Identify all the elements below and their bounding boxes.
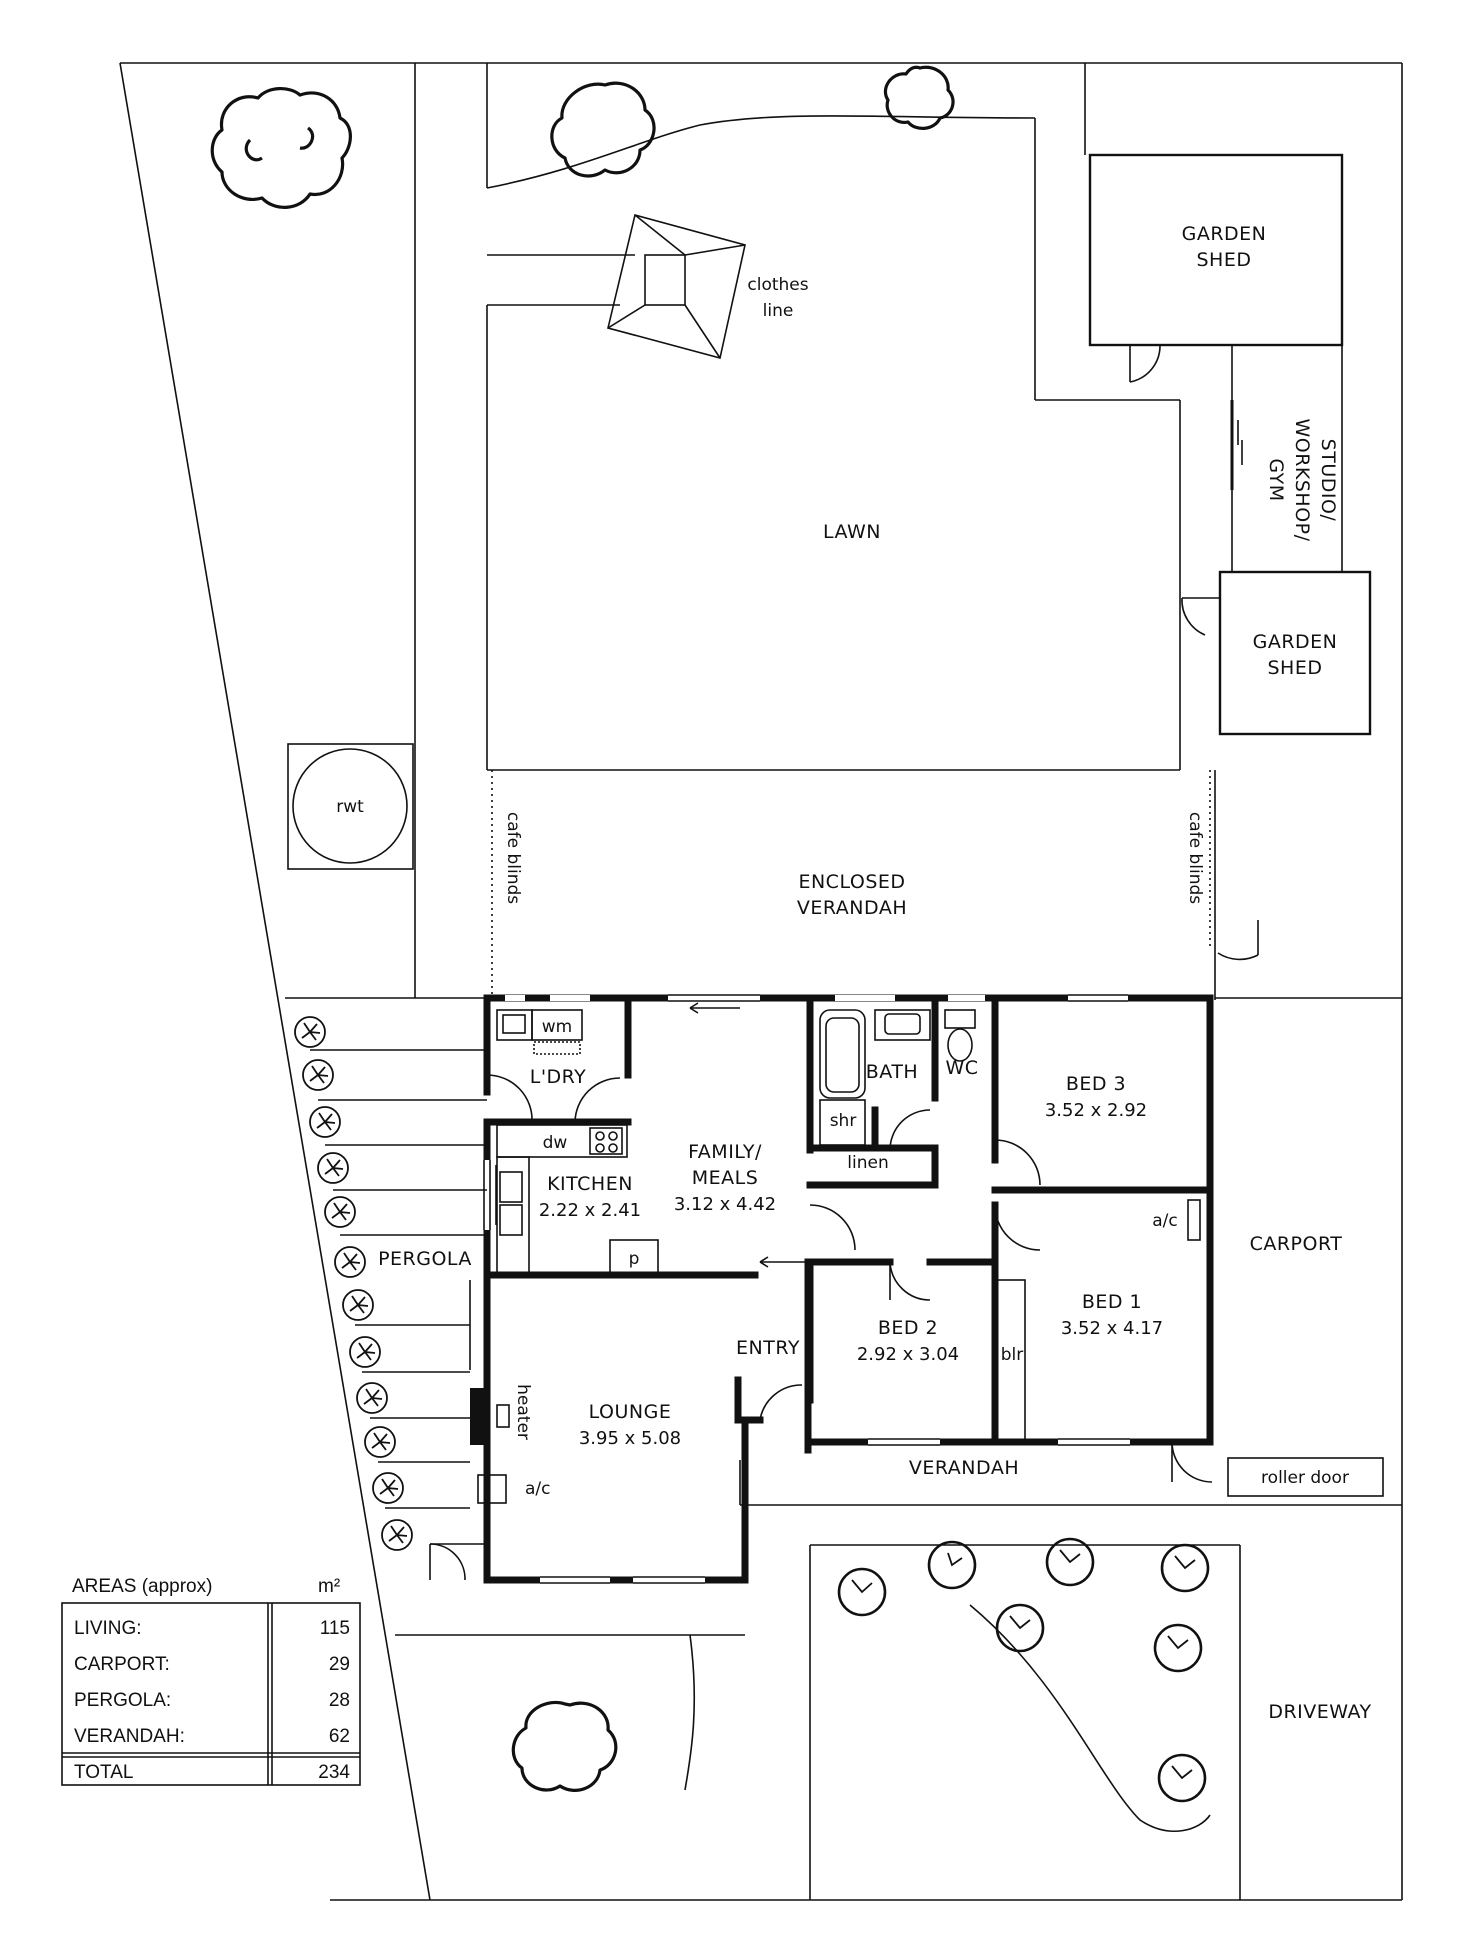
sliding-door-arrow-icon — [689, 1002, 810, 1268]
clothes-line-icon — [607, 214, 746, 359]
kitchen-fixtures — [496, 1124, 659, 1276]
garden-shed-mid-label-2: SHED — [1268, 657, 1323, 679]
areas-row-value: 28 — [329, 1690, 350, 1711]
studio-label-3: GYM — [1265, 458, 1287, 501]
driveway-label: DRIVEWAY — [1268, 1701, 1371, 1723]
garden-shed-mid-label: GARDEN — [1253, 631, 1338, 653]
garden-shed-top-label: GARDEN — [1182, 223, 1267, 245]
laundry-fixtures — [496, 1009, 583, 1055]
built-in-robe — [994, 1279, 1026, 1443]
tree-icon — [511, 1700, 618, 1792]
areas-row-label: LIVING: — [74, 1618, 142, 1639]
bed3-label: BED 3 — [1066, 1073, 1126, 1095]
garden-shed-top-label-2: SHED — [1197, 249, 1252, 271]
pergola-label: PERGOLA — [378, 1248, 472, 1270]
areas-total-value: 234 — [318, 1762, 350, 1783]
shower-label: shr — [830, 1111, 857, 1131]
cafe-blinds-right-label: cafe blinds — [1185, 812, 1205, 904]
areas-row-label: CARPORT: — [74, 1654, 170, 1675]
bath-label: BATH — [866, 1061, 918, 1083]
lounge-label: LOUNGE — [589, 1401, 672, 1423]
bed2-label: BED 2 — [878, 1317, 938, 1339]
kitchen-label: KITCHEN — [547, 1173, 633, 1195]
areas-row-label: VERANDAH: — [74, 1726, 185, 1747]
studio-workshop — [1230, 345, 1343, 572]
ac-bed1-label: a/c — [1152, 1211, 1178, 1231]
ac-unit-icon — [1187, 1199, 1201, 1241]
family-label: FAMILY/ — [688, 1141, 762, 1163]
heater-icon — [470, 1388, 510, 1445]
wc-label: WC — [945, 1057, 978, 1079]
enclosed-verandah — [491, 770, 1259, 998]
heater-label: heater — [513, 1384, 533, 1440]
tree-icon — [550, 81, 656, 178]
washing-machine-label: wm — [542, 1017, 572, 1037]
roller-door-label: roller door — [1261, 1468, 1349, 1488]
linen-label: linen — [847, 1153, 888, 1173]
areas-row-label: PERGOLA: — [74, 1690, 171, 1711]
site-boundary — [119, 62, 1403, 1901]
areas-unit: m² — [318, 1576, 340, 1597]
verandah-front-label: VERANDAH — [909, 1457, 1019, 1479]
lounge-size: 3.95 x 5.08 — [579, 1428, 681, 1449]
entry-label: ENTRY — [736, 1337, 800, 1359]
areas-row-value: 62 — [329, 1726, 350, 1747]
clothes-line-label-2: line — [763, 301, 794, 321]
window-glazing — [483, 994, 1130, 1584]
meals-label: MEALS — [692, 1167, 759, 1189]
roller-door — [1227, 1457, 1384, 1497]
bed1-size: 3.52 x 4.17 — [1061, 1318, 1163, 1339]
pantry-label: p — [629, 1249, 640, 1269]
pergola-beams — [310, 1049, 487, 1509]
enclosed-verandah-label-2: VERANDAH — [797, 897, 907, 919]
areas-row-value: 29 — [329, 1654, 350, 1675]
areas-total-label: TOTAL — [74, 1762, 133, 1783]
rwt-label: rwt — [336, 797, 364, 817]
studio-label-2: WORKSHOP/ — [1291, 418, 1313, 541]
carport-label: CARPORT — [1250, 1233, 1343, 1255]
tree-icon — [883, 65, 955, 130]
bathroom-fixtures — [819, 1009, 976, 1146]
clothes-line-label: clothes — [747, 275, 808, 295]
bed1-label: BED 1 — [1082, 1291, 1142, 1313]
bed2-size: 2.92 x 3.04 — [857, 1344, 959, 1365]
enclosed-verandah-label: ENCLOSED — [798, 871, 905, 893]
ac-unit-icon — [477, 1474, 507, 1504]
tree-icon — [210, 87, 352, 209]
cafe-blinds-left-label: cafe blinds — [503, 812, 523, 904]
bed3-size: 3.52 x 2.92 — [1045, 1100, 1147, 1121]
studio-label-1: STUDIO/ — [1317, 439, 1339, 522]
areas-row-value: 115 — [320, 1618, 350, 1639]
garden-shed-mid — [1181, 570, 1372, 736]
dishwasher-label: dw — [543, 1133, 568, 1153]
garden-shed-top — [1088, 153, 1344, 383]
windows — [484, 995, 1130, 1583]
blr-label: blr — [1001, 1345, 1024, 1365]
ac-lounge-label: a/c — [525, 1479, 551, 1499]
areas-title: AREAS (approx) — [72, 1576, 212, 1597]
rainwater-tank: rwt — [287, 743, 414, 870]
studio-label: STUDIO/ WORKSHOP/ GYM — [1265, 418, 1339, 541]
family-size: 3.12 x 4.42 — [674, 1194, 776, 1215]
garden-tree-icons — [837, 1537, 1210, 1803]
lawn-label: LAWN — [823, 521, 881, 543]
shrub-icons — [294, 1016, 413, 1551]
laundry-label: L'DRY — [530, 1066, 587, 1088]
areas-table: AREAS (approx) m² LIVING: 115 CARPORT: 2… — [61, 1576, 361, 1786]
door-swings — [486, 1074, 1213, 1483]
kitchen-size: 2.22 x 2.41 — [539, 1200, 641, 1221]
